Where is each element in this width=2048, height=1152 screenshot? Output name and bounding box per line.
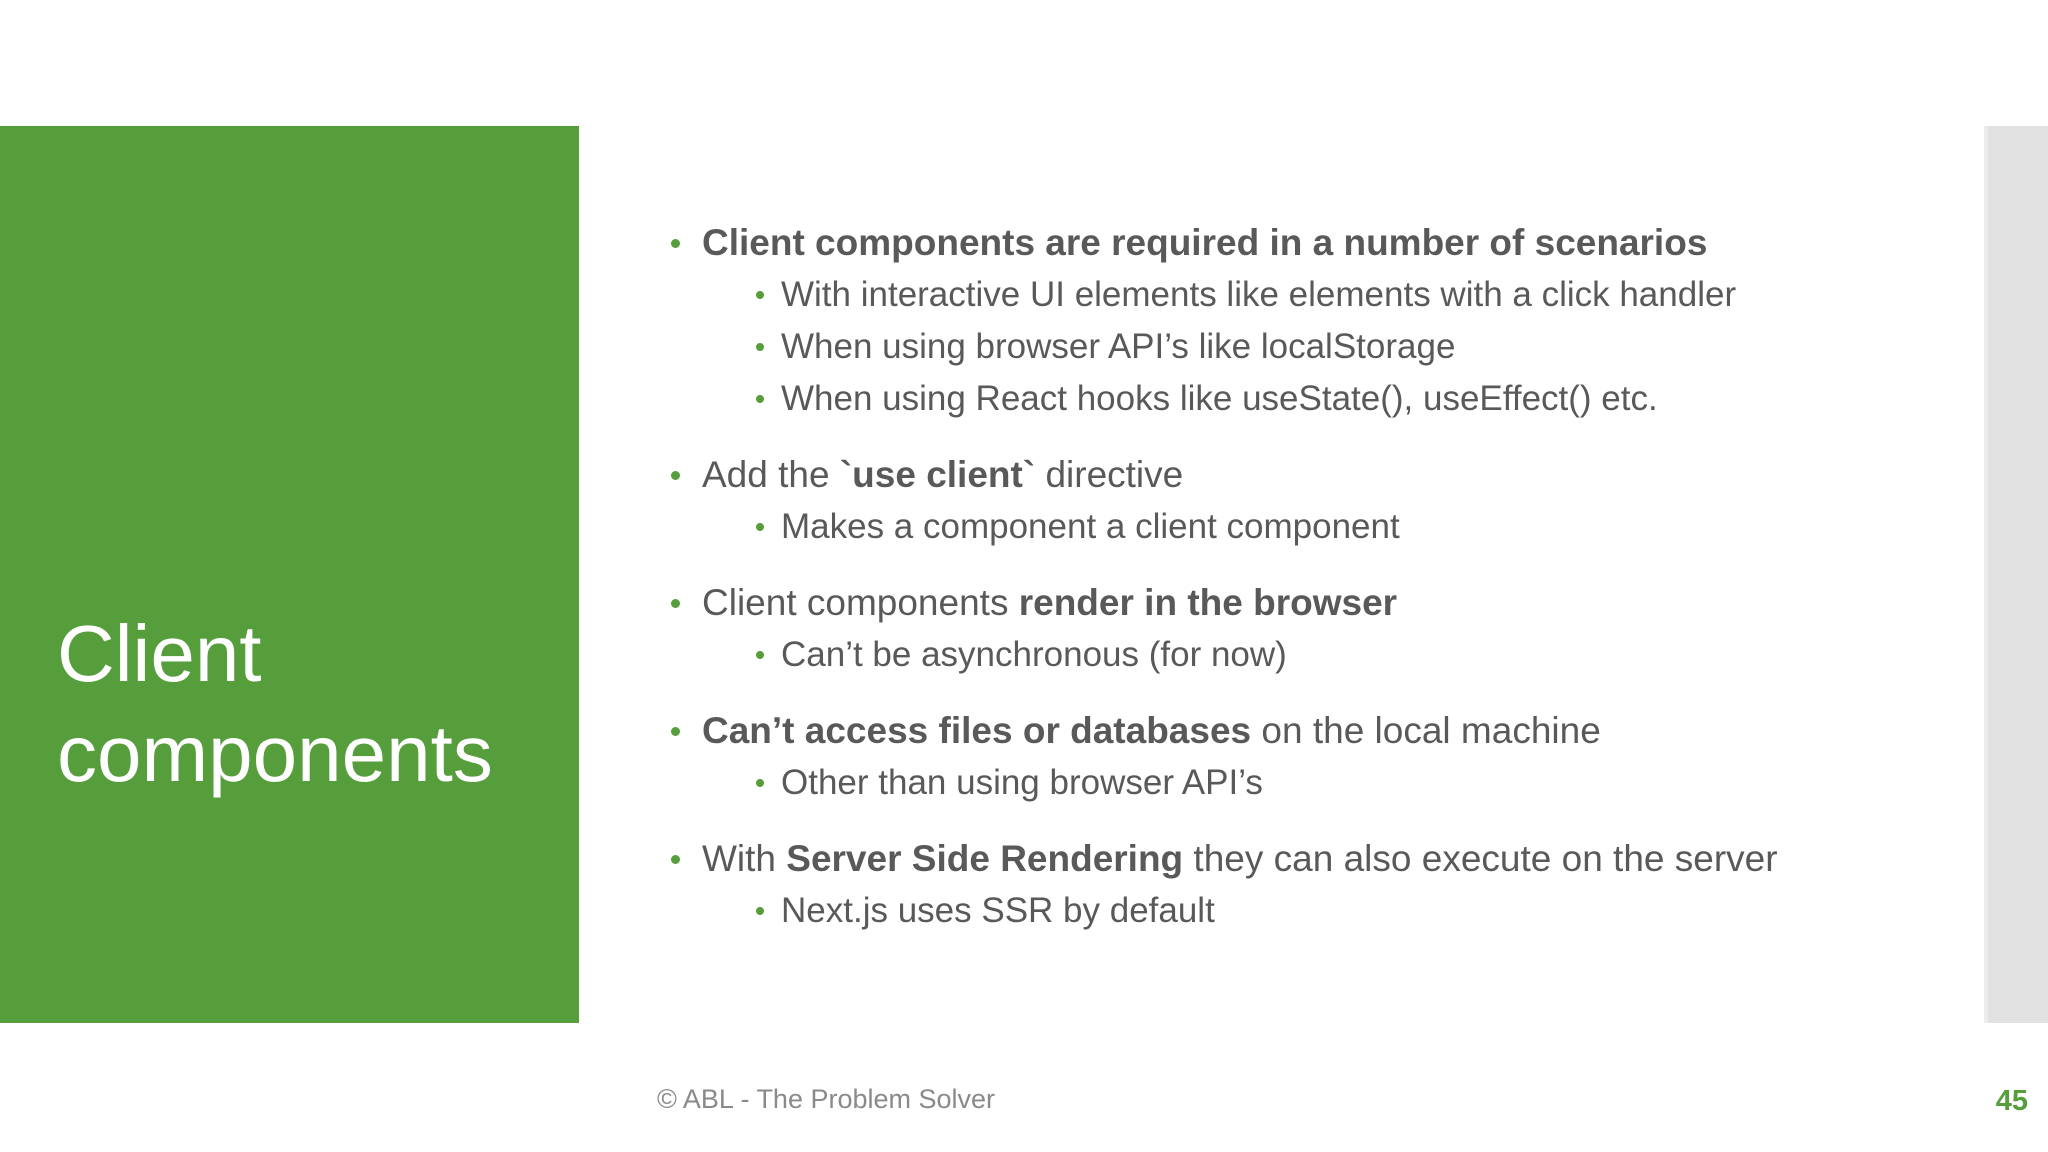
footer-copyright: © ABL - The Problem Solver xyxy=(657,1084,996,1114)
bullet-line-level1: With Server Side Rendering they can also… xyxy=(671,833,1951,885)
text-segment: Can’t access files or databases xyxy=(702,710,1252,751)
text-segment: `use client` xyxy=(839,454,1036,495)
right-edge-strip xyxy=(1984,126,2048,1023)
bullet-line-level1: Client components render in the browser xyxy=(671,577,1951,629)
bullet-text: Can’t access files or databases on the l… xyxy=(702,705,1601,757)
bullet-dot xyxy=(671,470,680,480)
bullet-text: Can’t be asynchronous (for now) xyxy=(781,635,1287,674)
bullet-dot xyxy=(671,238,680,248)
bullet-text: With interactive UI elements like elemen… xyxy=(781,275,1737,314)
bullet-content: Client components are required in a numb… xyxy=(671,217,1951,937)
bullet-text: When using browser API’s like localStora… xyxy=(781,327,1456,366)
bullet-text: Next.js uses SSR by default xyxy=(781,891,1215,930)
text-segment: Client components are required in a numb… xyxy=(702,222,1708,263)
bullet-text: Add the `use client` directive xyxy=(702,449,1183,501)
bullet-text: Client components are required in a numb… xyxy=(702,217,1707,269)
bullet-group: Client components are required in a numb… xyxy=(671,217,1951,425)
bullet-line-level1: Can’t access files or databases on the l… xyxy=(671,705,1951,757)
bullet-text: With Server Side Rendering they can also… xyxy=(702,833,1778,885)
bullet-dot xyxy=(756,343,764,351)
bullet-line-level2: When using browser API’s like localStora… xyxy=(671,321,1951,373)
bullet-line-level2: Other than using browser API’s xyxy=(671,757,1951,809)
text-segment: Server Side Rendering xyxy=(786,838,1184,879)
text-segment: Client components xyxy=(702,582,1019,623)
bullet-dot xyxy=(671,726,680,736)
bullet-group: With Server Side Rendering they can also… xyxy=(671,833,1951,937)
bullet-dot xyxy=(756,907,764,915)
bullet-line-level2: Makes a component a client component xyxy=(671,501,1951,553)
bullet-dot xyxy=(671,598,680,608)
text-segment: directive xyxy=(1035,454,1184,495)
bullet-line-level2: With interactive UI elements like elemen… xyxy=(671,269,1951,321)
bullet-dot xyxy=(756,291,764,299)
bullet-dot xyxy=(756,523,764,531)
bullet-text: Other than using browser API’s xyxy=(781,763,1263,802)
bullet-dot xyxy=(756,395,764,403)
bullet-dot xyxy=(756,651,764,659)
bullet-text: When using React hooks like useState(), … xyxy=(781,379,1658,418)
bullet-dot xyxy=(756,779,764,787)
bullet-dot xyxy=(671,854,680,864)
bullet-line-level2: Can’t be asynchronous (for now) xyxy=(671,629,1951,681)
text-segment: With xyxy=(702,838,787,879)
bullet-group: Can’t access files or databases on the l… xyxy=(671,705,1951,809)
bullet-line-level2: When using React hooks like useState(), … xyxy=(671,373,1951,425)
text-segment: Add the xyxy=(702,454,840,495)
bullet-text: Makes a component a client component xyxy=(781,507,1400,546)
bullet-line-level1: Add the `use client` directive xyxy=(671,449,1951,501)
bullet-line-level2: Next.js uses SSR by default xyxy=(671,885,1951,937)
bullet-text: Client components render in the browser xyxy=(702,577,1397,629)
text-segment: they can also execute on the server xyxy=(1183,838,1778,879)
text-segment: render in the browser xyxy=(1018,582,1398,623)
bullet-line-level1: Client components are required in a numb… xyxy=(671,217,1951,269)
text-segment: on the local machine xyxy=(1251,710,1601,751)
page-number: 45 xyxy=(1995,1085,2028,1117)
